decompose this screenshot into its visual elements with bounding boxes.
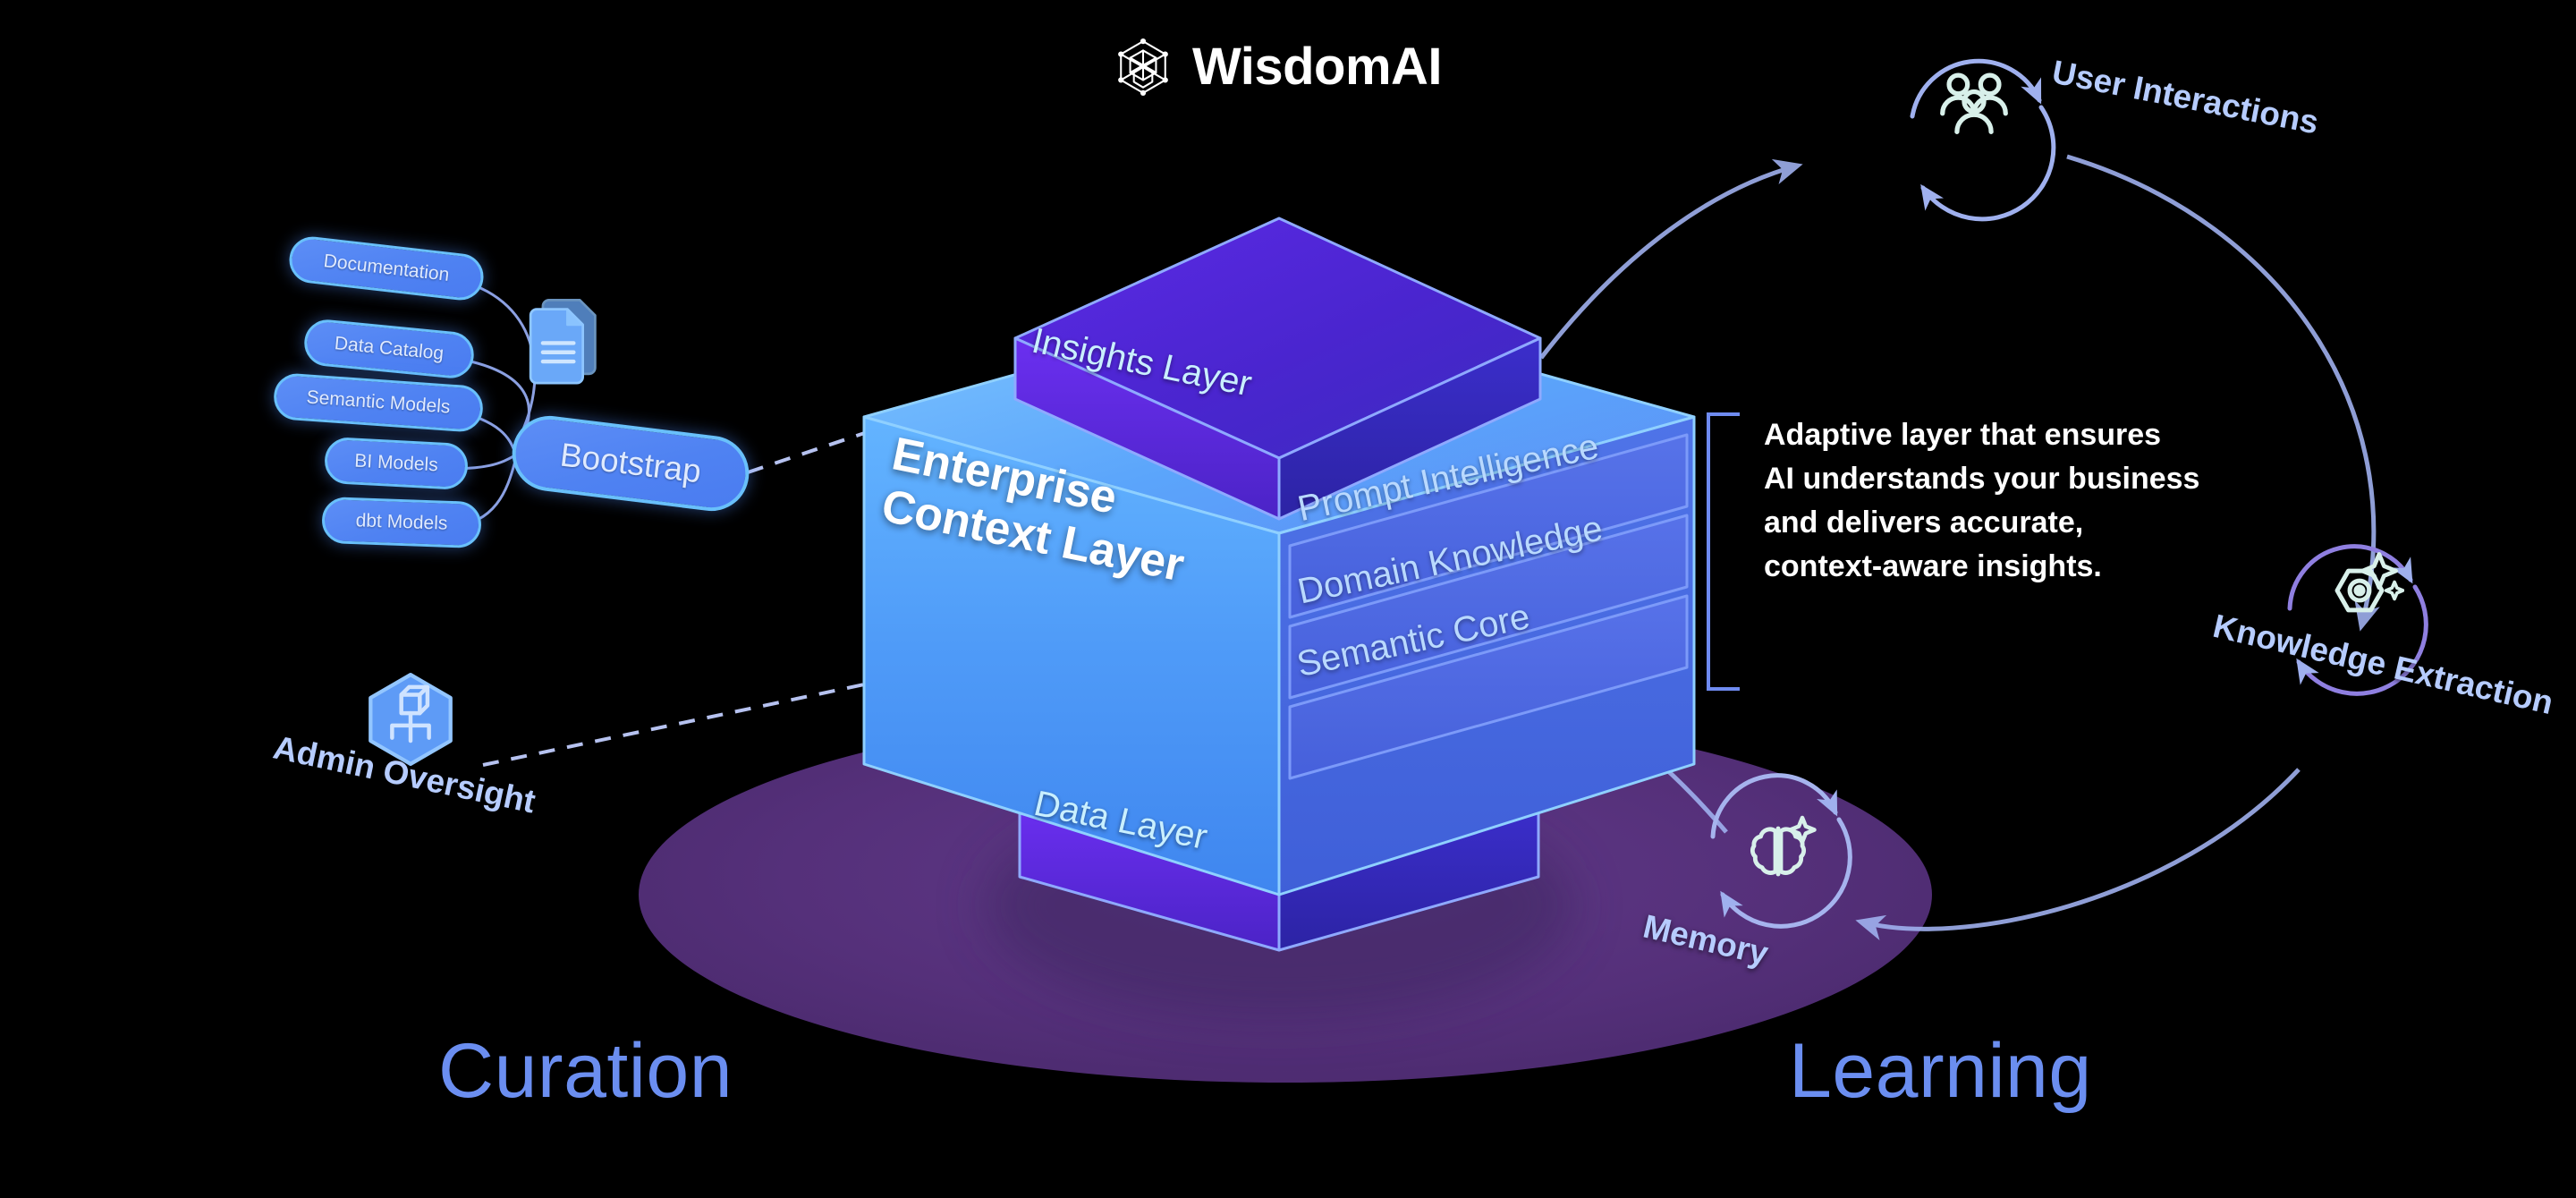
brand-name: WisdomAI bbox=[1192, 38, 1443, 96]
description-line-2: AI understands your business bbox=[1764, 461, 2200, 496]
admin-to-core-arrow bbox=[482, 673, 890, 767]
knowledge-to-memory-arc bbox=[1855, 768, 2301, 940]
hexagon-eye-sparkle-icon[interactable] bbox=[2315, 546, 2404, 635]
hexagon-lattice-icon bbox=[1118, 38, 1168, 96]
learning-section-title: Learning bbox=[1789, 1028, 2092, 1114]
description-line-1: Adaptive layer that ensures bbox=[1764, 418, 2162, 452]
insights-layer-slab bbox=[1013, 217, 1542, 521]
documents-stack-icon bbox=[529, 298, 597, 385]
hexagon-cube-hierarchy-icon[interactable] bbox=[361, 669, 460, 769]
core-shelf-prompt-intelligence bbox=[1288, 433, 1689, 619]
description-bracket bbox=[1707, 412, 1740, 691]
curation-section-title: Curation bbox=[438, 1028, 733, 1114]
user-to-knowledge-arc bbox=[2066, 154, 2380, 632]
core-shelf-semantic-core bbox=[1288, 594, 1689, 780]
memory-loop-arrows bbox=[1710, 773, 1852, 929]
brain-sparkle-icon[interactable] bbox=[1735, 812, 1821, 898]
description-line-4: context-aware insights. bbox=[1764, 548, 2102, 583]
description-line-3: and delivers accurate, bbox=[1764, 505, 2084, 540]
knowledge-extraction-loop-arrows bbox=[2287, 544, 2428, 696]
brand-logo: WisdomAI bbox=[1114, 38, 1443, 97]
core-shelf-domain-knowledge bbox=[1288, 514, 1689, 700]
users-group-icon[interactable] bbox=[1932, 61, 2016, 145]
core-to-user-arrow bbox=[1539, 158, 1803, 360]
user-interactions-loop-arrows bbox=[1910, 58, 2056, 222]
adaptive-layer-description: Adaptive layer that ensures AI understan… bbox=[1764, 413, 2301, 589]
